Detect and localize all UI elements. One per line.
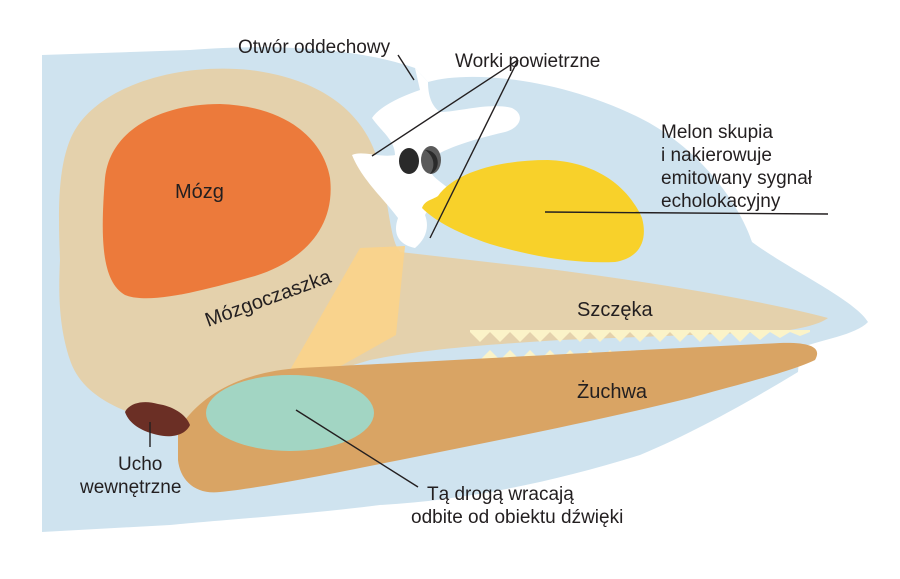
air-sac-node-shade [425,150,438,174]
melon-shape [422,160,644,263]
sound-fat-pad [206,375,374,451]
acoustic-channel [290,246,405,372]
label-air-sacs: Worki powietrzne [455,51,600,72]
upper-teeth [470,330,810,342]
leader-melon [544,211,829,215]
label-melon-line-2: i nakierowuje [661,145,772,166]
label-melon-line-4: echolokacyjny [661,191,781,212]
brain-shape [102,104,331,299]
inner-ear-shape [125,402,190,437]
leader-sound-path [295,409,419,488]
label-brain: Mózg [175,181,224,203]
label-inner-ear-line-1: Ucho [118,454,162,475]
leader-air-sac-1 [371,59,519,157]
label-blowhole: Otwór oddechowy [238,37,391,58]
label-upper-jaw: Szczęka [577,299,653,321]
leader-blowhole [397,54,415,81]
nasal-passage [352,68,520,248]
label-inner-ear-line-2: wewnętrzne [79,477,181,498]
label-sound-path-line-2: odbite od obiektu dźwięki [411,507,623,528]
label-melon-line-1: Melon skupia [661,122,773,143]
air-sac-node [421,146,441,174]
label-lower-jaw: Żuchwa [577,380,648,403]
leader-lines [149,54,829,488]
label-sound-path-line-1: Tą drogą wracają [427,484,574,505]
lower-jaw-shape [178,342,818,493]
label-melon-line-3: emitowany sygnał [661,168,813,189]
air-sac-node [399,148,419,174]
leader-air-sac-2 [429,59,519,239]
